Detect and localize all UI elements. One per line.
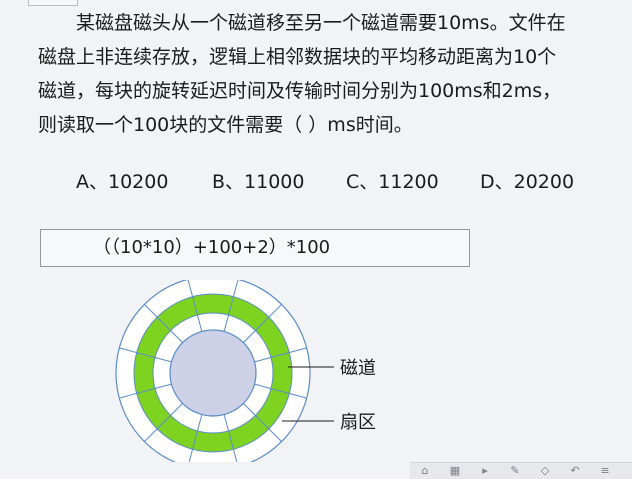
disk-hub xyxy=(169,329,257,417)
sector-divider-line xyxy=(144,403,183,442)
option-b: B、11000 xyxy=(212,171,305,193)
option-d: D、20200 xyxy=(480,171,575,193)
answer-formula: （（10*10）+100+2）*100 xyxy=(93,237,331,258)
answer-options: A、10200 B、11000 C、11200 D、20200 xyxy=(76,165,616,199)
pointer-icon[interactable]: ▸ xyxy=(482,464,488,477)
question-line-2: 磁盘上非连续存放，逻辑上相邻数据块的平均移动距离为10个 xyxy=(38,46,557,68)
sector-divider-line xyxy=(243,403,282,442)
option-a: A、10200 xyxy=(76,171,169,193)
track-label: 磁道 xyxy=(340,358,376,379)
sector-divider-line xyxy=(254,383,307,399)
sector-divider-line xyxy=(223,280,239,332)
top-tab-stub xyxy=(28,0,78,6)
sector-label: 扇区 xyxy=(340,412,376,433)
pen-icon[interactable]: ✎ xyxy=(510,464,520,477)
sector-divider-line xyxy=(187,280,203,332)
sector-divider-line xyxy=(119,347,172,363)
sector-divider-line xyxy=(119,383,172,399)
sector-divider-line xyxy=(223,414,238,462)
grid-icon[interactable]: ▦ xyxy=(449,464,461,477)
track-boundary-outer xyxy=(133,293,293,453)
option-c: C、11200 xyxy=(346,171,439,193)
sector-divider-line xyxy=(254,347,307,363)
undo-icon[interactable]: ↶ xyxy=(570,464,580,477)
bottom-toolbar: ⌂ ▦ ▸ ✎ ◇ ↶ ≡ xyxy=(410,462,632,479)
question-line-3: 磁道，每块的旋转延迟时间及传输时间分别为100ms和2ms， xyxy=(38,80,562,102)
menu-icon[interactable]: ≡ xyxy=(600,464,610,477)
sector-divider-line xyxy=(243,304,282,343)
question-line-4: 则读取一个100块的文件需要（ ）ms时间。 xyxy=(38,114,413,136)
eraser-icon[interactable]: ◇ xyxy=(540,464,550,477)
track-boundary-inner xyxy=(152,312,274,434)
home-icon[interactable]: ⌂ xyxy=(421,464,429,477)
question-text: 某磁盘磁头从一个磁道移至另一个磁道需要10ms。文件在 磁盘上非连续存放，逻辑上… xyxy=(38,6,618,142)
sector-divider-line xyxy=(188,414,203,462)
sector-dividers xyxy=(119,280,307,462)
answer-formula-box: （（10*10）+100+2）*100 xyxy=(40,229,470,267)
disk-diagram: 磁道 扇区 xyxy=(115,280,376,462)
question-line-1: 某磁盘磁头从一个磁道移至另一个磁道需要10ms。文件在 xyxy=(76,12,566,34)
sector-divider-line xyxy=(144,304,183,343)
green-track-ring xyxy=(134,294,292,452)
